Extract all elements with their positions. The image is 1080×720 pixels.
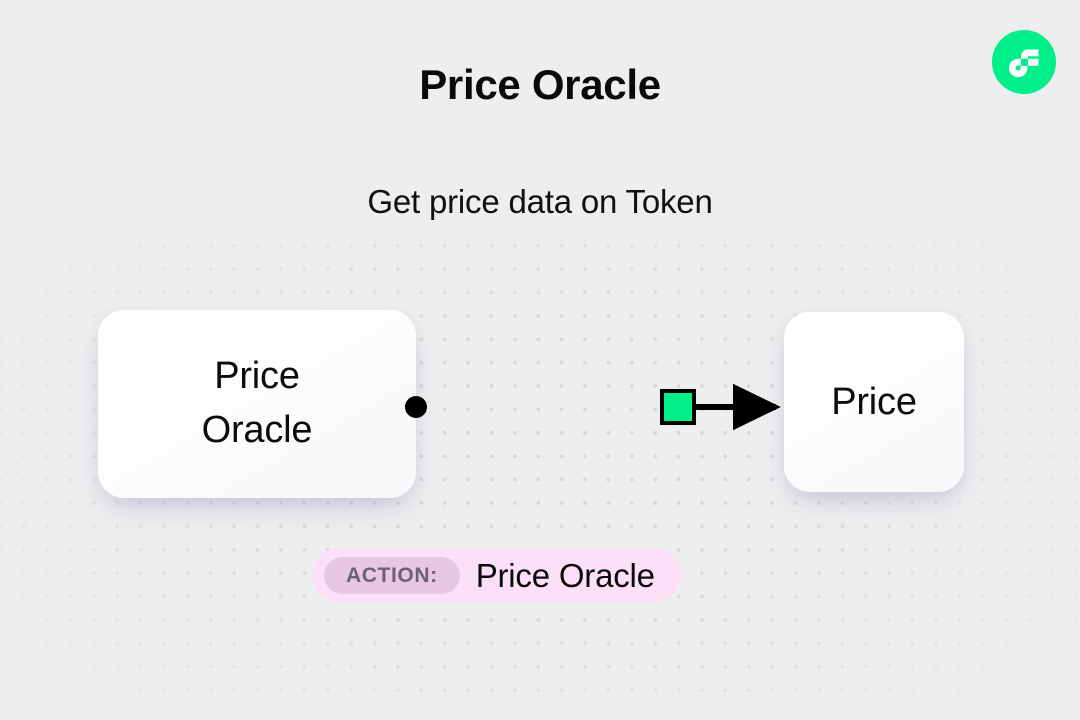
edge-source-port-dot[interactable]	[405, 396, 427, 418]
action-chip-label: ACTION:	[324, 556, 460, 594]
flow-logo-icon	[992, 30, 1056, 94]
node-label: Price Oracle	[201, 355, 313, 451]
node-label: Price	[831, 380, 917, 423]
node-price[interactable]: Price	[784, 312, 964, 492]
action-value: Price Oracle	[475, 556, 655, 594]
node-price-oracle[interactable]: Price Oracle	[98, 310, 416, 498]
page-subtitle: Get price data on Token	[367, 183, 713, 220]
page-title: Price Oracle	[419, 61, 661, 108]
action-badge: ACTION: Price Oracle	[312, 548, 681, 602]
edge-chip-icon[interactable]	[660, 389, 696, 425]
